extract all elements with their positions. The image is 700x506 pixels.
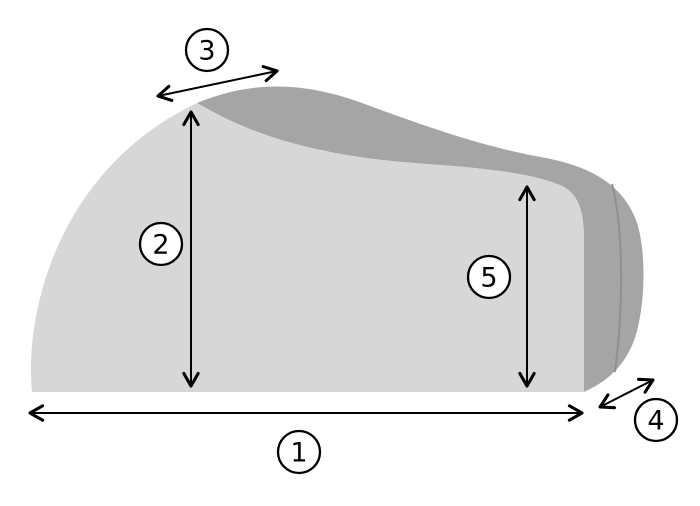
dim-label-5-circle [466, 254, 512, 300]
dim-label-3: 3 [184, 27, 230, 73]
cover-front-face [30, 103, 584, 392]
dim-label-1-circle [276, 429, 322, 475]
dim-label-3-circle [184, 27, 230, 73]
dim-label-3-number: 3 [198, 36, 215, 67]
dim-label-2: 2 [138, 221, 184, 267]
dim-label-4-circle [633, 397, 679, 443]
arrow-top-slope [156, 65, 279, 102]
cover-seam-line [611, 183, 623, 373]
dim-label-2-number: 2 [152, 230, 169, 261]
dim-label-1-number: 1 [290, 438, 307, 469]
arrow-width [598, 377, 655, 410]
dim-label-1: 1 [276, 429, 322, 475]
dim-label-5: 5 [466, 254, 512, 300]
dim-label-5-number: 5 [480, 263, 497, 294]
cover-top-face [197, 86, 644, 392]
dim-label-4-number: 4 [647, 406, 664, 437]
dim-label-2-circle [138, 221, 184, 267]
dim-label-4: 4 [633, 397, 679, 443]
